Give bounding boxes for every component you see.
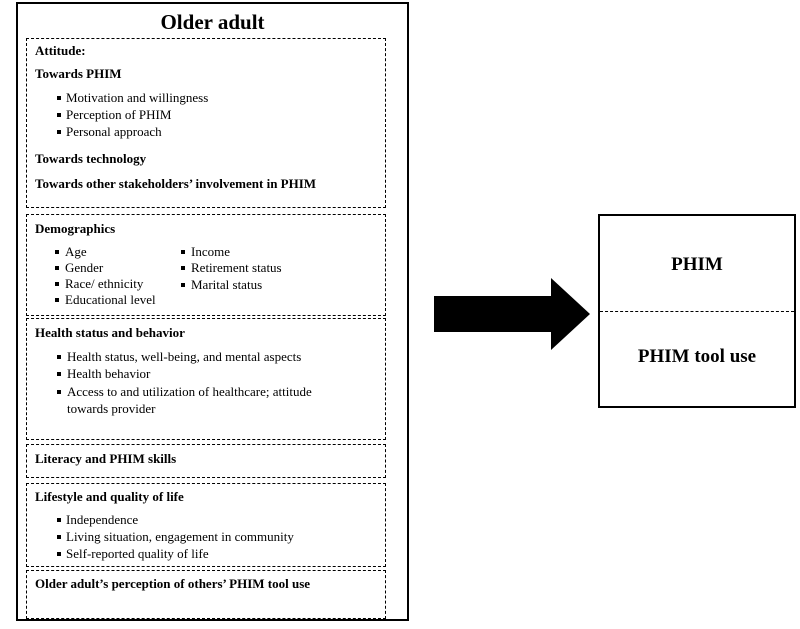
bullet-icon [57, 355, 61, 359]
demographics-item: Educational level [65, 292, 156, 307]
bullet-icon [55, 282, 59, 286]
bullet-icon [181, 250, 185, 254]
arrow-right-icon [434, 278, 590, 350]
health-item: Access to and utilization of healthcare;… [67, 384, 312, 399]
phim-outcome-box: PHIM PHIM tool use [598, 214, 796, 408]
demographics-item: Age [65, 244, 87, 259]
older-adult-box: Older adult [16, 2, 409, 621]
attitude-item: Perception of PHIM [66, 107, 172, 122]
health-item-continuation: towards provider [67, 401, 156, 416]
bullet-icon [181, 283, 185, 287]
attitude-item: Personal approach [66, 124, 162, 139]
bullet-icon [57, 518, 61, 522]
bullet-icon [57, 113, 61, 117]
phim-label: PHIM [671, 254, 723, 275]
older-adult-title: Older adult [160, 10, 265, 34]
bullet-icon [57, 552, 61, 556]
bullet-icon [55, 266, 59, 270]
lifestyle-item: Self-reported quality of life [66, 546, 209, 561]
towards-stakeholders-heading: Towards other stakeholders’ involvement … [35, 176, 317, 191]
perception-heading: Older adult’s perception of others’ PHIM… [35, 576, 311, 591]
lifestyle-item: Independence [66, 512, 139, 527]
demographics-box [26, 214, 386, 316]
demographics-item: Marital status [191, 277, 263, 292]
attitude-box [26, 38, 386, 208]
health-item: Health status, well-being, and mental as… [67, 349, 302, 364]
demographics-item: Race/ ethnicity [65, 276, 144, 291]
bullet-icon [55, 298, 59, 302]
towards-technology-heading: Towards technology [35, 151, 147, 166]
bullet-icon [57, 372, 61, 376]
bullet-icon [57, 96, 61, 100]
perception-box [26, 570, 386, 619]
demographics-item: Income [191, 244, 230, 259]
literacy-box [26, 444, 386, 478]
demographics-heading: Demographics [35, 221, 116, 236]
phim-tool-use-label: PHIM tool use [637, 346, 757, 367]
bullet-icon [181, 266, 185, 270]
bullet-icon [57, 130, 61, 134]
literacy-heading: Literacy and PHIM skills [35, 451, 177, 466]
health-heading: Health status and behavior [35, 325, 185, 340]
health-box [26, 318, 386, 440]
bullet-icon [57, 390, 61, 394]
health-item: Health behavior [67, 366, 151, 381]
lifestyle-item: Living situation, engagement in communit… [66, 529, 294, 544]
towards-phim-heading: Towards PHIM [35, 66, 122, 81]
phim-divider [600, 311, 794, 312]
lifestyle-heading: Lifestyle and quality of life [35, 489, 184, 504]
attitude-heading: Attitude: [35, 43, 86, 58]
lifestyle-box [26, 483, 386, 567]
bullet-icon [55, 250, 59, 254]
attitude-item: Motivation and willingness [66, 90, 209, 105]
demographics-item: Gender [65, 260, 104, 275]
bullet-icon [57, 535, 61, 539]
demographics-item: Retirement status [191, 260, 282, 275]
